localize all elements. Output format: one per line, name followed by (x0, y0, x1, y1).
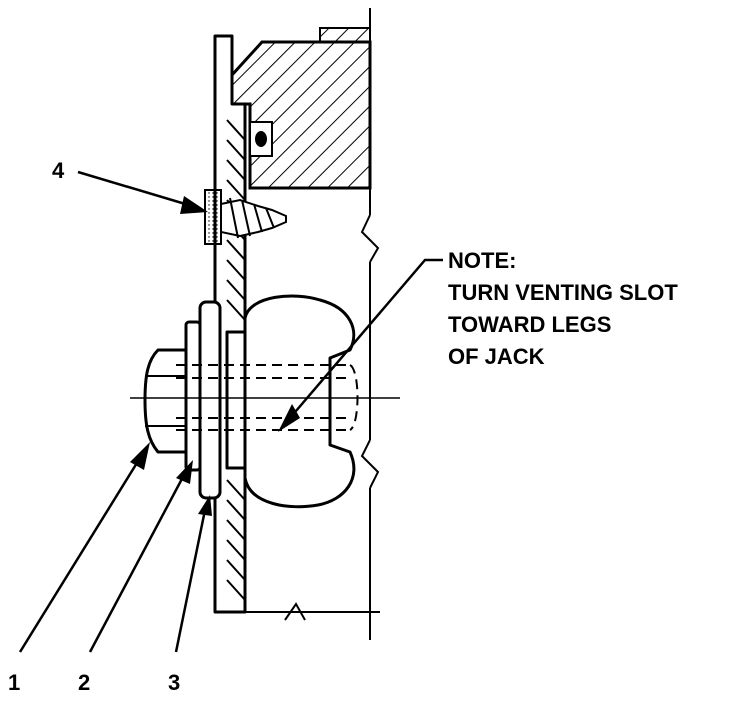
washer-item-3 (198, 300, 222, 500)
callout-4: 4 (52, 158, 65, 183)
hatched-cap-block (230, 27, 372, 190)
leader-lines (18, 170, 443, 653)
vent-plug-body (243, 294, 356, 509)
screw-item-4 (204, 189, 287, 245)
note-line-4: OF JACK (448, 344, 545, 369)
note-line-1: NOTE: (448, 248, 516, 273)
mounting-plate (213, 34, 247, 614)
o-ring-seal (249, 121, 273, 157)
note-line-2: TURN VENTING SLOT (448, 280, 678, 305)
callout-2: 2 (78, 670, 90, 695)
note-block: NOTE: TURN VENTING SLOT TOWARD LEGS OF J… (448, 248, 678, 369)
hidden-bolt-dashed (176, 364, 359, 431)
note-line-3: TOWARD LEGS (448, 312, 611, 337)
hex-nut-item-1 (143, 348, 188, 454)
callout-1: 1 (8, 670, 20, 695)
callout-3: 3 (168, 670, 180, 695)
lockwasher-item-2 (184, 320, 202, 472)
